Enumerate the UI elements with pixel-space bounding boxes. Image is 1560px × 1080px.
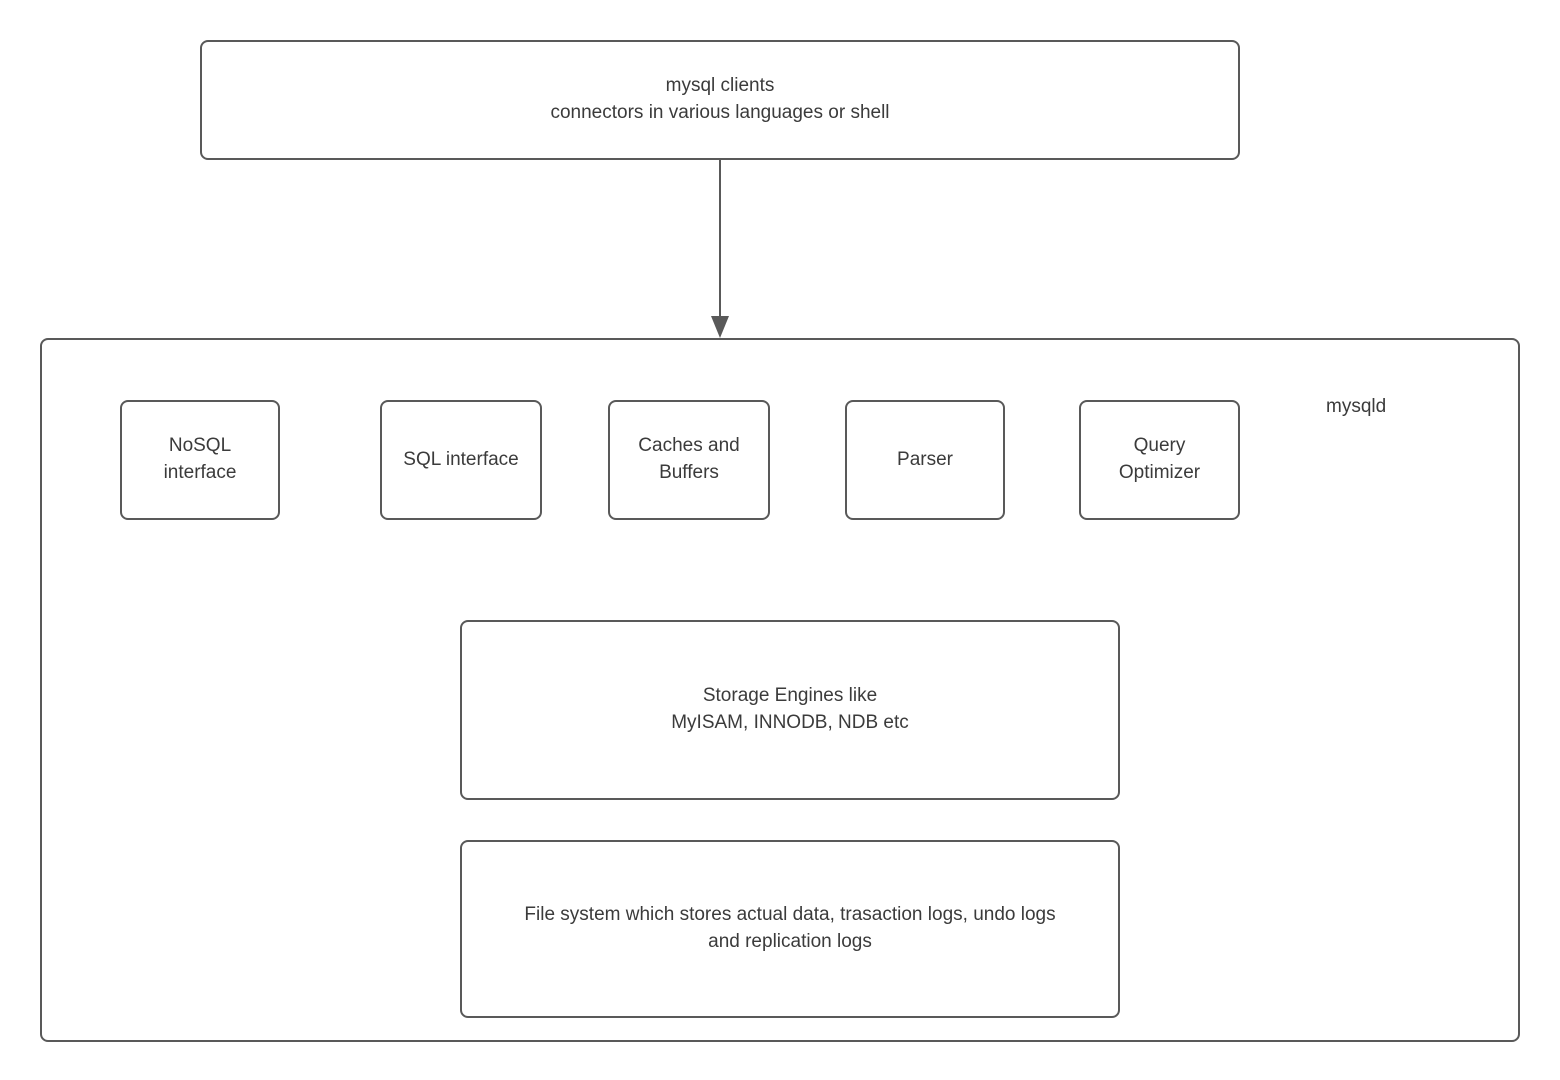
storage-engines-label: Storage Engines like MyISAM, INNODB, NDB… — [671, 685, 909, 733]
clients-box: mysql clients connectors in various lang… — [200, 40, 1240, 160]
component-label: Caches and Buffers — [638, 435, 740, 483]
component-caches-and-buffers: Caches and Buffers — [608, 400, 770, 520]
component-label: SQL interface — [403, 448, 519, 470]
component-parser: Parser — [845, 400, 1005, 520]
component-nosql-interface: NoSQL interface — [120, 400, 280, 520]
component-sql-interface: SQL interface — [380, 400, 542, 520]
component-label: NoSQL interface — [163, 435, 237, 483]
server-box-label: mysqld — [1326, 396, 1387, 417]
component-query-optimizer: Query Optimizer — [1079, 400, 1240, 520]
component-label: Parser — [897, 448, 953, 470]
arrowhead-down-icon — [711, 316, 729, 338]
file-system-label: File system which stores actual data, tr… — [524, 904, 1056, 952]
file-system-box: File system which stores actual data, tr… — [460, 840, 1120, 1018]
storage-engines-box: Storage Engines like MyISAM, INNODB, NDB… — [460, 620, 1120, 800]
clients-box-label: mysql clients connectors in various lang… — [550, 75, 890, 123]
component-label: Query Optimizer — [1118, 435, 1201, 483]
clients-to-server-arrow — [711, 160, 729, 338]
